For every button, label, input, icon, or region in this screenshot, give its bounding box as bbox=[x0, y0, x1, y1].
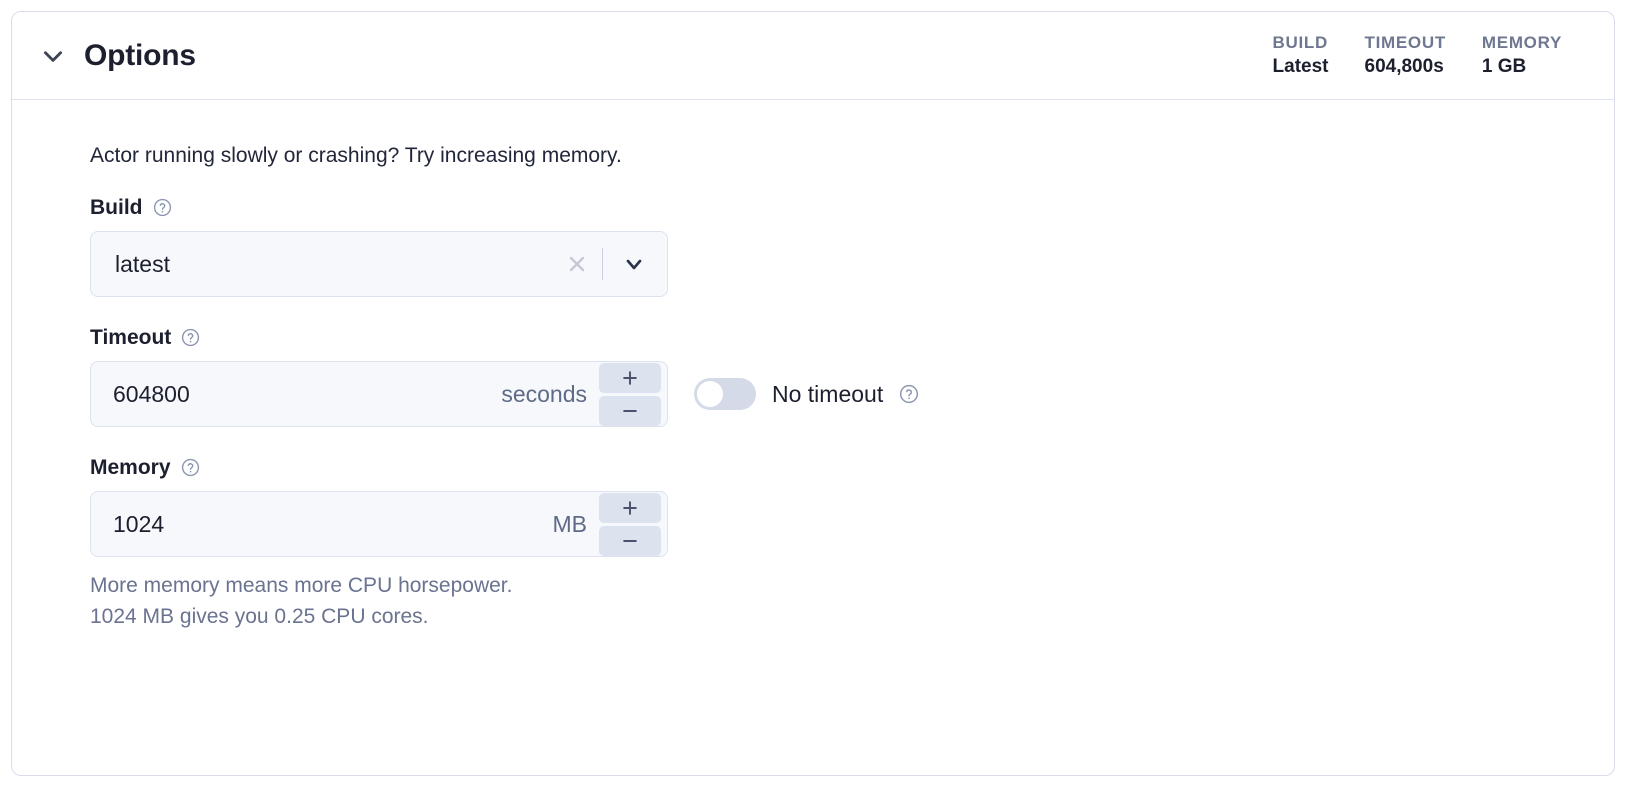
memory-input[interactable] bbox=[113, 510, 553, 538]
stat-memory: MEMORY 1 GB bbox=[1482, 32, 1562, 80]
stat-build: BUILD Latest bbox=[1273, 32, 1329, 80]
timeout-input-wrapper: seconds bbox=[90, 361, 668, 428]
build-select[interactable]: latest bbox=[90, 231, 668, 298]
build-label-row: Build bbox=[90, 197, 1584, 218]
timeout-stepper bbox=[599, 362, 661, 426]
timeout-field: Timeout seconds bbox=[90, 327, 1584, 428]
timeout-unit: seconds bbox=[501, 380, 587, 407]
help-circle-icon[interactable] bbox=[181, 328, 200, 347]
no-timeout-label: No timeout bbox=[772, 380, 884, 407]
timeout-label-row: Timeout bbox=[90, 327, 1584, 348]
stat-timeout-label: TIMEOUT bbox=[1364, 32, 1446, 52]
stat-memory-label: MEMORY bbox=[1481, 32, 1562, 52]
stat-timeout-value: 604,800s bbox=[1364, 55, 1444, 77]
collapse-options-button[interactable]: Options bbox=[40, 38, 196, 72]
stat-memory-value: 1 GB bbox=[1481, 55, 1527, 77]
timeout-label: Timeout bbox=[90, 326, 172, 350]
memory-input-wrapper: MB bbox=[90, 491, 668, 558]
stat-build-label: BUILD bbox=[1272, 32, 1328, 52]
memory-helper-line-2: 1024 MB gives you 0.25 CPU cores. bbox=[90, 604, 429, 628]
build-select-value: latest bbox=[115, 250, 170, 277]
memory-helper-line-1: More memory means more CPU horsepower. bbox=[90, 574, 513, 598]
card-body: Actor running slowly or crashing? Try in… bbox=[12, 100, 1614, 632]
page-title: Options bbox=[84, 38, 196, 72]
close-icon[interactable] bbox=[562, 249, 592, 279]
select-divider bbox=[601, 248, 603, 281]
timeout-input[interactable] bbox=[113, 380, 502, 408]
header-stats: BUILD Latest TIMEOUT 604,800s MEMORY 1 G… bbox=[1273, 32, 1584, 80]
chevron-down-icon[interactable] bbox=[619, 249, 649, 279]
help-circle-icon[interactable] bbox=[153, 198, 172, 217]
timeout-row: seconds bbox=[90, 361, 1584, 428]
no-timeout-group: No timeout bbox=[694, 378, 919, 411]
memory-helper-text: More memory means more CPU horsepower. 1… bbox=[90, 571, 1584, 632]
help-circle-icon[interactable] bbox=[899, 384, 919, 404]
memory-field: Memory MB bbox=[90, 457, 1584, 632]
memory-label-row: Memory bbox=[90, 457, 1584, 478]
chevron-down-icon bbox=[40, 43, 66, 69]
stat-timeout: TIMEOUT 604,800s bbox=[1365, 32, 1446, 80]
memory-row: MB bbox=[90, 491, 1584, 558]
build-label: Build bbox=[90, 196, 143, 220]
timeout-increment-button[interactable] bbox=[599, 362, 661, 393]
memory-decrement-button[interactable] bbox=[599, 525, 661, 556]
options-card: Options BUILD Latest TIMEOUT 604,800s ME… bbox=[11, 11, 1615, 776]
timeout-decrement-button[interactable] bbox=[599, 395, 661, 426]
card-header: Options BUILD Latest TIMEOUT 604,800s ME… bbox=[12, 12, 1614, 100]
no-timeout-toggle[interactable] bbox=[694, 378, 756, 411]
toggle-knob bbox=[697, 381, 723, 408]
memory-stepper bbox=[599, 492, 661, 556]
help-circle-icon[interactable] bbox=[181, 458, 200, 477]
memory-increment-button[interactable] bbox=[599, 492, 661, 523]
intro-text: Actor running slowly or crashing? Try in… bbox=[90, 144, 622, 167]
stat-build-value: Latest bbox=[1272, 55, 1329, 77]
memory-unit: MB bbox=[552, 510, 588, 537]
build-field: Build latest bbox=[90, 197, 1584, 298]
memory-label: Memory bbox=[90, 456, 171, 480]
